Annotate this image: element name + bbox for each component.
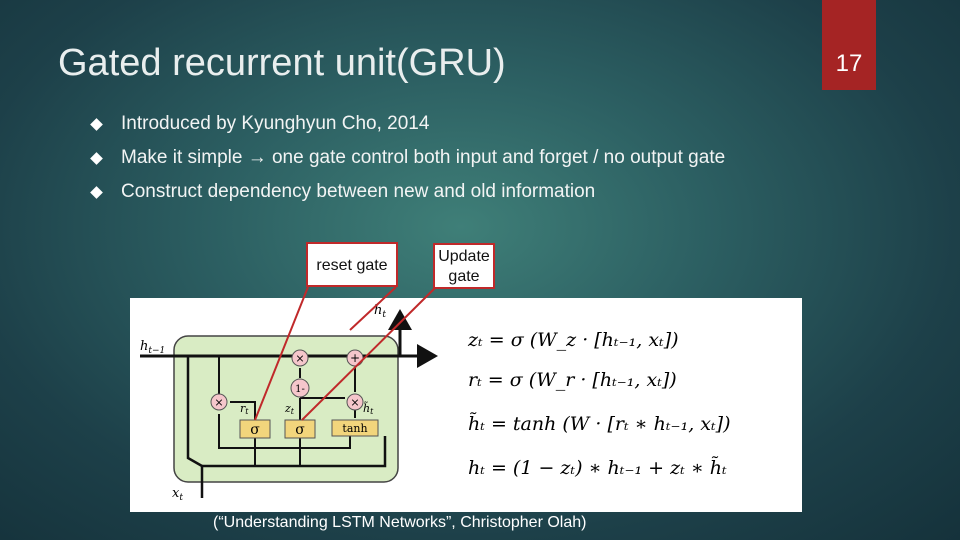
update-gate-label-line1: Update <box>438 248 490 265</box>
bullet-item: Introduced by Kyunghyun Cho, 2014 <box>90 112 725 146</box>
slide-title: Gated recurrent unit(GRU) <box>58 42 506 84</box>
update-gate-label-line2: gate <box>448 268 480 285</box>
page-number: 17 <box>835 50 863 77</box>
r-label: rt <box>240 402 249 416</box>
figure-caption: (“Understanding LSTM Networks”, Christop… <box>213 514 587 531</box>
multiply-op-label: × <box>295 352 304 365</box>
bullet-item: Construct dependency between new and old… <box>90 180 725 214</box>
bullet-text: Introduced by Kyunghyun Cho, 2014 <box>121 113 430 134</box>
h-prev-label: ht−1 <box>140 339 165 356</box>
equation-candidate: h̃ₜ = tanh (W · [rₜ ∗ hₜ₋₁, xₜ]) <box>468 412 731 435</box>
diamond-bullet-icon <box>90 118 103 131</box>
x-in-label: xt <box>172 486 183 503</box>
bullet-item: Make it simple → one gate control both i… <box>90 146 726 180</box>
one-minus-op-label: 1- <box>295 384 305 395</box>
diamond-bullet-icon <box>90 186 103 199</box>
sigma-label: σ <box>295 422 305 438</box>
gru-diagram-svg: σ σ tanh × × + 1- × ht−1 ht xt rt zt h̃t… <box>140 303 731 503</box>
diamond-bullet-icon <box>90 152 103 165</box>
equation-reset-gate: rₜ = σ (W_r · [hₜ₋₁, xₜ]) <box>468 369 677 391</box>
update-gate-label: Update gate <box>433 243 495 289</box>
sigma-label: σ <box>250 422 260 438</box>
equation-hidden-state: hₜ = (1 − zₜ) ∗ hₜ₋₁ + zₜ ∗ h̃ₜ <box>468 456 727 479</box>
bullet-list: Introduced by Kyunghyun Cho, 2014 Make i… <box>90 112 726 214</box>
multiply-op <box>210 393 228 411</box>
reset-gate-label-text: reset gate <box>316 257 388 274</box>
multiply-op-label: × <box>214 396 223 409</box>
add-op-label: + <box>350 351 360 365</box>
bullet-text: Construct dependency between new and old… <box>121 181 596 202</box>
equation-update-gate: zₜ = σ (W_z · [hₜ₋₁, xₜ]) <box>467 329 679 351</box>
bullet-text: Make it simple → one gate control both i… <box>121 147 726 168</box>
multiply-op-label: × <box>350 396 359 409</box>
hidden-feed-line <box>186 356 203 468</box>
reset-gate-label: reset gate <box>306 242 398 287</box>
page-number-tab: 17 <box>822 0 876 90</box>
tanh-label: tanh <box>342 422 367 435</box>
h-out-label: ht <box>374 303 386 320</box>
gru-figure: σ σ tanh × × + 1- × ht−1 ht xt rt zt h̃t… <box>130 298 802 512</box>
input-line <box>200 436 387 498</box>
